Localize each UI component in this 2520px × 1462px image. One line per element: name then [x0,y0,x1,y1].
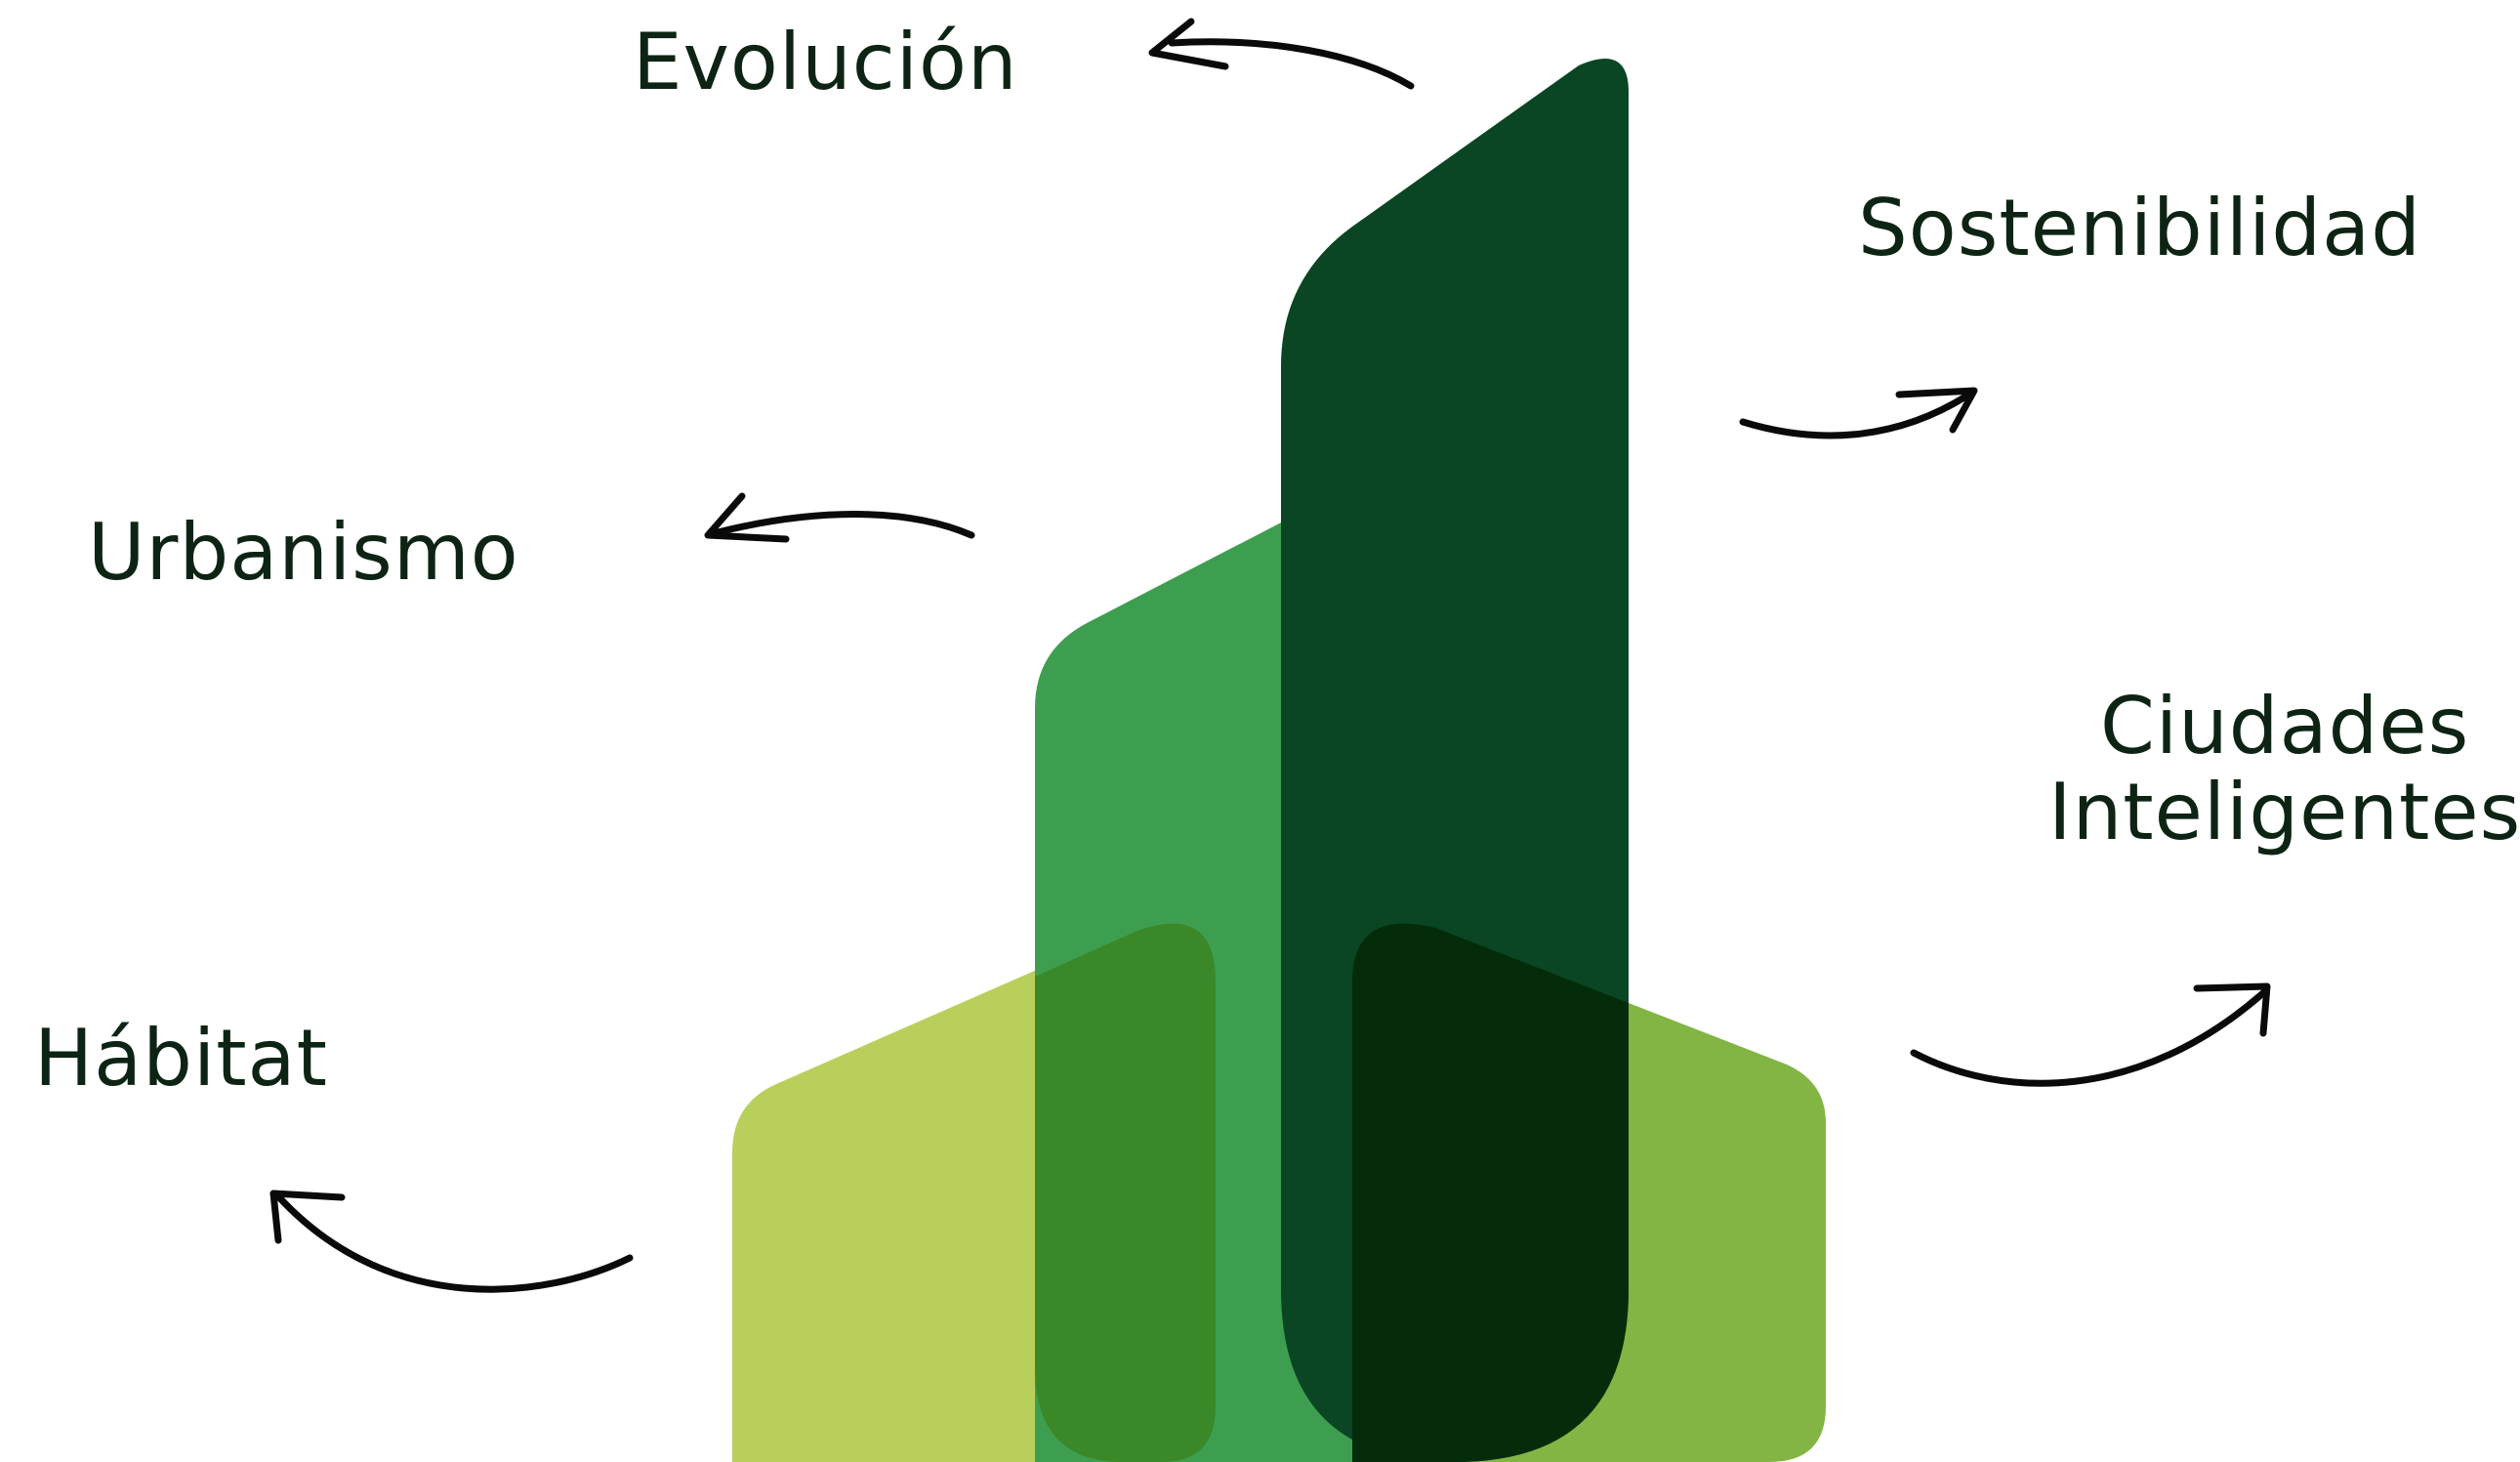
label-urbanismo: Urbanismo [88,507,519,598]
label-sostenibilidad: Sostenibilidad [1858,183,2421,273]
arrow-evolucion [1148,18,1415,90]
arrow-ciudades [1910,982,2271,1087]
overlap-dark-right [1352,923,1629,1462]
label-ciudades-inteligentes: Ciudades Inteligentes [2048,684,2520,856]
arrow-urbanismo [704,492,975,543]
label-ciudades-line1: Ciudades [2100,681,2470,772]
overlap-light-mid [1035,923,1216,1462]
label-evolucion: Evolución [633,17,1018,107]
label-habitat: Hábitat [34,1013,328,1104]
arrow-sostenibilidad [1739,387,1978,439]
label-ciudades-line2: Inteligentes [2048,767,2520,857]
arrow-habitat [269,1190,634,1293]
